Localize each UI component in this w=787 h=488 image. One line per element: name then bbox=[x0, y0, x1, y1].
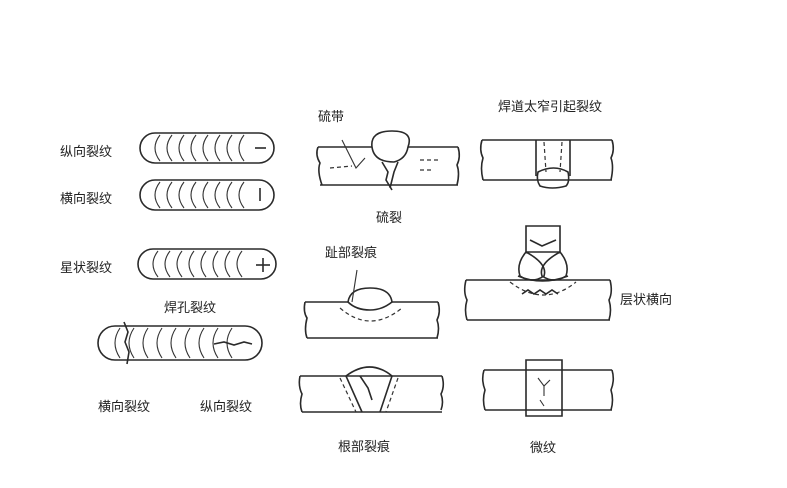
plate-layered-transverse bbox=[463, 225, 613, 321]
bead-star bbox=[137, 248, 277, 280]
plate-sulfur bbox=[316, 130, 461, 191]
label-transverse-crack-bottom: 横向裂纹 bbox=[98, 400, 151, 415]
plate-micro-crack bbox=[481, 359, 615, 417]
layered-crack-line bbox=[521, 289, 559, 295]
label-narrow-weld-crack: 焊道太窄引起裂纹 bbox=[498, 100, 603, 115]
label-longitudinal-crack-bottom: 纵向裂纹 bbox=[200, 400, 253, 415]
label-weld-hole-crack: 焊孔裂纹 bbox=[164, 301, 217, 316]
bead-weld-hole bbox=[97, 321, 263, 365]
plate-narrow-weld bbox=[479, 139, 615, 189]
sulfur-band-leader bbox=[341, 139, 366, 169]
root-crack-line bbox=[359, 375, 373, 401]
label-transverse-crack: 横向裂纹 bbox=[60, 192, 113, 207]
label-longitudinal-crack: 纵向裂纹 bbox=[60, 145, 113, 160]
label-root-crack: 根部裂痕 bbox=[338, 440, 391, 455]
transverse-crack-line bbox=[123, 321, 130, 365]
longitudinal-crack-line bbox=[213, 341, 253, 346]
toe-crack-leader bbox=[351, 269, 358, 303]
label-star-crack: 星状裂纹 bbox=[60, 261, 113, 276]
label-toe-crack: 趾部裂痕 bbox=[325, 246, 378, 261]
label-layered-transverse: 层状横向 bbox=[620, 293, 673, 308]
bead-transverse bbox=[139, 179, 275, 211]
label-sulfur-band: 硫带 bbox=[318, 110, 345, 125]
sulfur-crack-line bbox=[381, 161, 393, 191]
label-micro-crack: 微纹 bbox=[530, 441, 557, 456]
bead-longitudinal bbox=[139, 132, 275, 164]
plate-toe-crack bbox=[303, 269, 441, 339]
label-sulfur-crack: 硫裂 bbox=[376, 211, 403, 226]
plate-root-crack bbox=[298, 366, 445, 413]
